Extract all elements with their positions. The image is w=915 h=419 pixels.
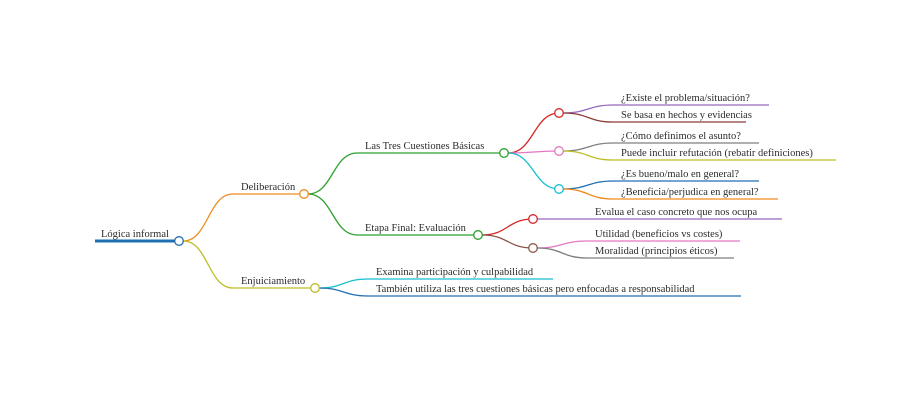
connector-moralidad-principios-eticos xyxy=(537,247,588,259)
connector-existe-el-problema-situacion xyxy=(563,104,614,114)
collapse-toggle-branch-002[interactable] xyxy=(554,184,564,194)
connector-etapa-final-evaluacion xyxy=(308,193,358,236)
connector-branch-001 xyxy=(508,150,560,154)
connector-enjuiciamiento xyxy=(183,240,234,289)
node-label-logica-informal: Lógica informal xyxy=(101,229,169,240)
connector-es-bueno-malo-en-general xyxy=(563,180,614,190)
node-label-etapa-final-evaluacion: Etapa Final: Evaluación xyxy=(365,223,467,234)
node-label-beneficia-perjudica-en-general: ¿Beneficia/perjudica en general? xyxy=(621,187,759,198)
mindmap-edges xyxy=(95,104,836,297)
node-label-enjuiciamiento: Enjuiciamiento xyxy=(241,276,305,287)
node-label-deliberacion: Deliberación xyxy=(241,182,296,193)
connector-branch-000 xyxy=(508,112,560,154)
connector-branch-002 xyxy=(508,152,560,190)
node-label-moralidad-principios-eticos: Moralidad (principios éticos) xyxy=(595,246,718,257)
collapse-toggle-logica-informal[interactable] xyxy=(174,236,184,246)
node-label-puede-incluir-refutacion-rebatir-definic: Puede incluir refutación (rebatir defini… xyxy=(621,148,813,159)
collapse-toggle-branch-010[interactable] xyxy=(528,214,538,224)
connector-deliberacion xyxy=(183,193,234,242)
collapse-toggle-branch-000[interactable] xyxy=(554,108,564,118)
connector-branch-011 xyxy=(482,234,534,249)
collapse-toggle-branch-001[interactable] xyxy=(554,146,564,156)
collapse-toggle-etapa-final-evaluacion[interactable] xyxy=(473,230,483,240)
collapse-toggle-branch-011[interactable] xyxy=(528,243,538,253)
connector-tambien-utiliza-las-tres-cuestiones-basi xyxy=(319,287,369,297)
connector-como-definimos-el-asunto xyxy=(563,142,614,152)
node-label-se-basa-en-hechos-y-evidencias: Se basa en hechos y evidencias xyxy=(621,110,752,121)
connector-beneficia-perjudica-en-general xyxy=(563,188,614,200)
node-label-evalua-el-caso-concreto-que-nos-ocupa: Evalua el caso concreto que nos ocupa xyxy=(595,207,757,218)
node-label-es-bueno-malo-en-general: ¿Es bueno/malo en general? xyxy=(621,169,739,180)
connector-examina-participacion-y-culpabilidad xyxy=(319,278,369,289)
connector-se-basa-en-hechos-y-evidencias xyxy=(563,112,614,123)
collapse-toggle-deliberacion[interactable] xyxy=(299,189,309,199)
node-label-las-tres-cuestiones-basicas: Las Tres Cuestiones Básicas xyxy=(365,141,484,152)
connector-branch-010 xyxy=(482,218,534,236)
collapse-toggle-las-tres-cuestiones-basicas[interactable] xyxy=(499,148,509,158)
node-label-examina-participacion-y-culpabilidad: Examina participación y culpabilidad xyxy=(376,267,534,278)
node-label-tambien-utiliza-las-tres-cuestiones-basi: También utiliza las tres cuestiones bási… xyxy=(376,284,695,295)
node-label-utilidad-beneficios-vs-costes: Utilidad (beneficios vs costes) xyxy=(595,229,723,240)
node-label-existe-el-problema-situacion: ¿Existe el problema/situación? xyxy=(621,93,750,104)
connector-utilidad-beneficios-vs-costes xyxy=(537,240,588,249)
connector-puede-incluir-refutacion-rebatir-definic xyxy=(563,150,614,161)
connector-las-tres-cuestiones-basicas xyxy=(308,152,358,195)
mindmap-nodes: Lógica informal Deliberación Las Tres Cues… xyxy=(101,93,813,295)
node-label-como-definimos-el-asunto: ¿Cómo definimos el asunto? xyxy=(621,131,741,142)
collapse-toggle-enjuiciamiento[interactable] xyxy=(310,283,320,293)
